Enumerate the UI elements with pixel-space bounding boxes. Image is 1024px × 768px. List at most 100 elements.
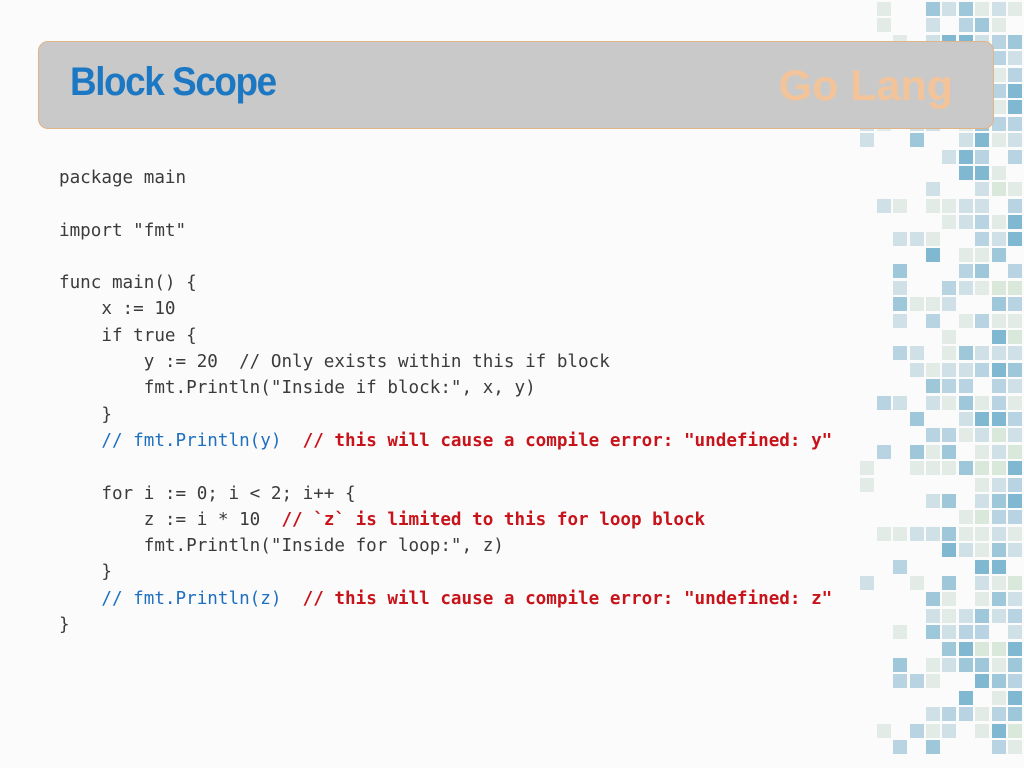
mosaic-square xyxy=(958,346,973,361)
mosaic-square xyxy=(860,133,875,148)
code-text: fmt.Println("Inside for loop:", z) xyxy=(59,536,504,557)
mosaic-square xyxy=(1008,133,1022,148)
mosaic-square xyxy=(1008,346,1022,361)
mosaic-square xyxy=(975,576,990,590)
mosaic-square xyxy=(1008,592,1022,607)
mosaic-square xyxy=(991,346,1006,361)
mosaic-square xyxy=(1008,231,1022,246)
mosaic-square xyxy=(975,559,990,574)
mosaic-square xyxy=(991,592,1006,607)
mosaic-square xyxy=(1008,395,1022,410)
mosaic-square xyxy=(926,740,940,754)
mosaic-square xyxy=(958,133,973,148)
mosaic-square xyxy=(975,526,990,541)
mosaic-square xyxy=(909,412,924,426)
mosaic-square xyxy=(909,231,924,246)
mosaic-square xyxy=(991,51,1006,66)
mosaic-square xyxy=(942,395,957,410)
mosaic-square xyxy=(958,625,973,640)
mosaic-square xyxy=(1008,510,1022,525)
mosaic-square xyxy=(991,362,1006,377)
mosaic-square xyxy=(958,690,973,705)
code-line xyxy=(59,244,832,270)
mosaic-square xyxy=(1008,707,1022,722)
mosaic-square xyxy=(926,313,940,328)
mosaic-square xyxy=(942,2,957,16)
mosaic-square xyxy=(942,280,957,295)
mosaic-square xyxy=(958,395,973,410)
mosaic-square xyxy=(926,2,940,16)
mosaic-square xyxy=(958,641,973,656)
mosaic-square xyxy=(926,18,940,33)
mosaic-square xyxy=(1008,313,1022,328)
mosaic-square xyxy=(942,707,957,722)
mosaic-square xyxy=(893,264,908,279)
mosaic-square xyxy=(958,280,973,295)
mosaic-square xyxy=(958,412,973,426)
mosaic-square xyxy=(876,395,891,410)
code-line: // fmt.Println(y) // this will cause a c… xyxy=(59,428,832,454)
mosaic-square xyxy=(942,346,957,361)
mosaic-square xyxy=(926,723,940,738)
mosaic-square xyxy=(926,592,940,607)
mosaic-square xyxy=(975,2,990,16)
code-line: // fmt.Println(z) // this will cause a c… xyxy=(59,586,832,612)
mosaic-square xyxy=(991,2,1006,16)
mosaic-square xyxy=(991,740,1006,754)
mosaic-square xyxy=(975,625,990,640)
code-text: } xyxy=(59,404,112,425)
mosaic-square xyxy=(975,412,990,426)
code-line: for i := 0; i < 2; i++ { xyxy=(59,481,832,507)
mosaic-square xyxy=(975,264,990,279)
mosaic-square xyxy=(926,526,940,541)
mosaic-square xyxy=(876,444,891,459)
mosaic-square xyxy=(975,149,990,164)
mosaic-square xyxy=(975,510,990,525)
mosaic-square xyxy=(942,379,957,394)
code-text: } xyxy=(59,615,70,636)
mosaic-square xyxy=(958,608,973,623)
mosaic-square xyxy=(1008,412,1022,426)
mosaic-square xyxy=(926,395,940,410)
mosaic-square xyxy=(926,428,940,443)
code-line: x := 10 xyxy=(59,296,832,322)
mosaic-square xyxy=(1008,330,1022,344)
code-line: import "fmt" xyxy=(59,218,832,244)
mosaic-square xyxy=(991,444,1006,459)
mosaic-square xyxy=(893,674,908,689)
mosaic-square xyxy=(991,690,1006,705)
mosaic-square xyxy=(942,198,957,213)
mosaic-square xyxy=(991,84,1006,98)
mosaic-square xyxy=(893,559,908,574)
mosaic-square xyxy=(991,707,1006,722)
mosaic-square xyxy=(1008,543,1022,558)
mosaic-square xyxy=(926,625,940,640)
mosaic-square xyxy=(958,149,973,164)
mosaic-square xyxy=(1008,297,1022,312)
mosaic-square xyxy=(909,362,924,377)
mosaic-square xyxy=(975,231,990,246)
mosaic-square xyxy=(926,297,940,312)
mosaic-square xyxy=(909,461,924,476)
code-text: y := 20 // Only exists within this if bl… xyxy=(59,352,610,373)
mosaic-square xyxy=(926,248,940,262)
mosaic-square xyxy=(958,658,973,672)
mosaic-square xyxy=(975,18,990,33)
mosaic-square xyxy=(876,2,891,16)
mosaic-square xyxy=(893,313,908,328)
code-line: y := 20 // Only exists within this if bl… xyxy=(59,349,832,375)
mosaic-square xyxy=(1008,477,1022,492)
mosaic-square xyxy=(991,231,1006,246)
mosaic-square xyxy=(1008,84,1022,98)
mosaic-square xyxy=(1008,264,1022,279)
code-line: } xyxy=(59,559,832,585)
code-text: for i := 0; i < 2; i++ { xyxy=(59,483,356,504)
code-text: fmt.Println("Inside if block:", x, y) xyxy=(59,378,536,399)
mosaic-square xyxy=(991,674,1006,689)
mosaic-square xyxy=(1008,658,1022,672)
mosaic-square xyxy=(893,526,908,541)
code-line: } xyxy=(59,402,832,428)
mosaic-square xyxy=(942,625,957,640)
mosaic-square xyxy=(975,658,990,672)
